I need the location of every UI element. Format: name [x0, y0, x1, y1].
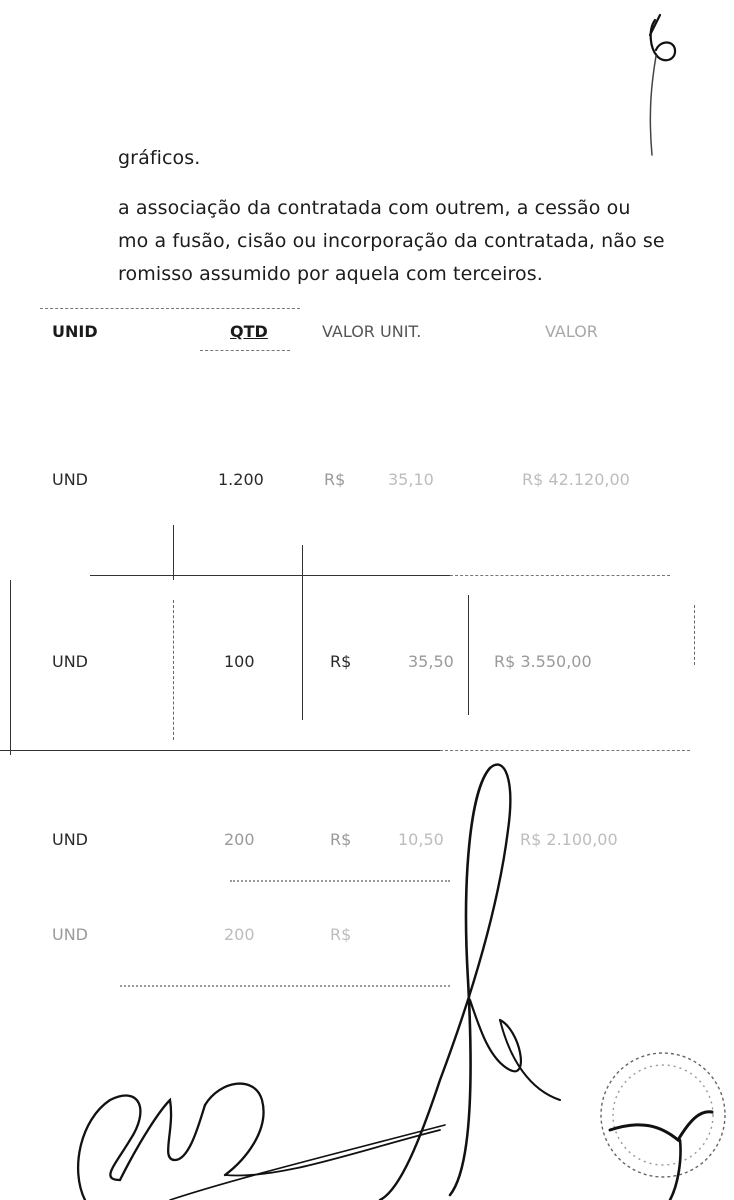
row1-total: R$ 42.120,00	[522, 470, 630, 489]
grid-line-total-left	[468, 595, 469, 715]
paragraph-line-2-text: a associação da contratada com outrem, a…	[118, 197, 631, 219]
header-valor-unit: VALOR UNIT.	[322, 322, 422, 341]
grid-line-row4-top	[230, 880, 450, 882]
row3-unid: UND	[52, 830, 88, 849]
grid-line-row3-top-right	[440, 750, 690, 751]
header-total: VALOR	[545, 322, 598, 341]
grid-line-unit-left	[302, 545, 303, 720]
grid-line-qtd-left	[173, 600, 174, 740]
grid-line-row2-top-right	[450, 575, 670, 576]
grid-line-qtd-left-top	[173, 525, 174, 580]
signature-loop	[378, 763, 561, 1200]
row1-unit: 35,10	[388, 470, 434, 489]
row2-unid: UND	[52, 652, 88, 671]
paragraph-line-2: a associação da contratada com outrem, a…	[118, 192, 630, 225]
paragraph-line-3: mo a fusão, cisão ou incorporação da con…	[118, 230, 665, 252]
paragraph-line-4: romisso assumido por aquela com terceiro…	[118, 263, 543, 285]
row4-currency: R$	[330, 925, 352, 944]
grid-line-right	[694, 605, 695, 665]
header-rule-top	[40, 308, 300, 309]
row2-qtd: 100	[224, 652, 255, 671]
header-rule-bottom	[200, 350, 290, 351]
grid-line-row3-top	[0, 750, 440, 751]
row3-currency: R$	[330, 830, 352, 849]
row2-unit: 35,50	[408, 652, 454, 671]
grid-line-row2-top	[90, 575, 450, 576]
row2-total: R$ 3.550,00	[494, 652, 592, 671]
row3-qtd: 200	[224, 830, 255, 849]
stamp	[600, 1052, 726, 1200]
initial-mark	[648, 13, 677, 156]
header-unid: UNID	[52, 322, 98, 341]
paragraph-line-1: gráficos.	[118, 147, 201, 169]
header-qtd: QTD	[230, 322, 268, 341]
row1-currency: R$	[324, 470, 346, 489]
row4-qtd: 200	[224, 925, 255, 944]
row4-unid: UND	[52, 925, 88, 944]
row3-total: R$ 2.100,00	[520, 830, 618, 849]
row2-currency: R$	[330, 652, 352, 671]
grid-line-row4-bottom	[120, 985, 450, 987]
signature-left	[77, 1082, 446, 1200]
row1-unid: UND	[52, 470, 88, 489]
grid-line-left	[10, 580, 11, 755]
row3-unit: 10,50	[398, 830, 444, 849]
row1-qtd: 1.200	[218, 470, 264, 489]
